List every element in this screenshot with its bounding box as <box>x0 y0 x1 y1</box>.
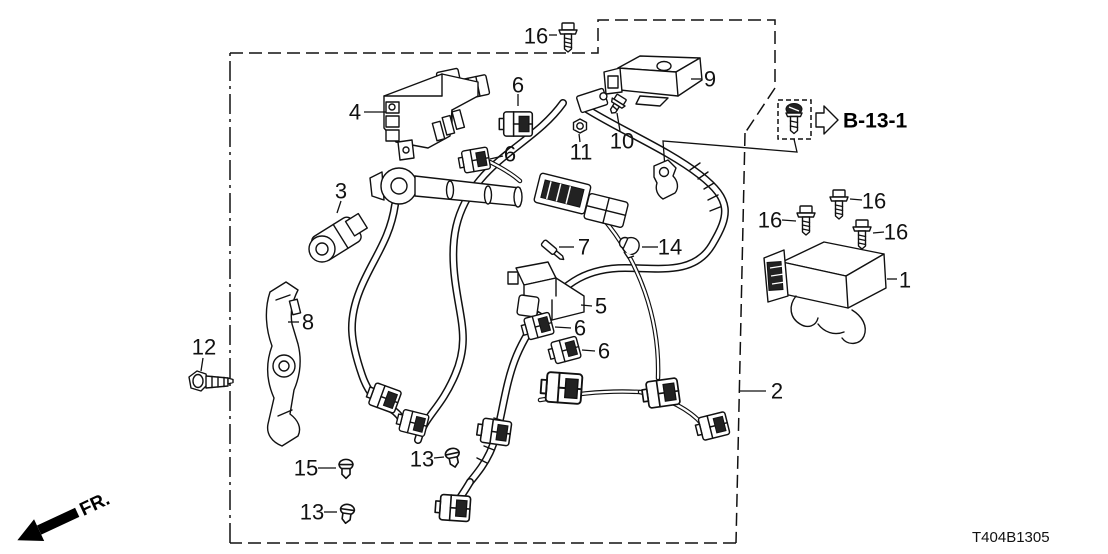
callout-10: 10 <box>610 129 634 154</box>
harness-stay-bracket <box>653 159 679 200</box>
part-13-clip <box>443 446 463 470</box>
diagram-code: T404B1305 <box>972 529 1050 546</box>
part-5-connector-assembly <box>507 261 585 321</box>
ref-arrow-icon <box>815 105 839 135</box>
callout-leader-11 <box>578 133 581 143</box>
harness-connector <box>693 410 731 443</box>
callout-13: 13 <box>410 447 434 472</box>
callout-leader-5 <box>580 304 593 307</box>
fr-direction-label: FR. <box>77 489 114 521</box>
ref-b-13-1-label: B-13-1 <box>843 110 908 133</box>
part-3-sensor <box>308 212 368 263</box>
callout-13: 13 <box>300 500 324 525</box>
callout-leader-12 <box>200 357 204 372</box>
part-6-connector <box>456 146 492 175</box>
callout-leader-16 <box>872 231 885 234</box>
callout-2: 2 <box>771 379 783 404</box>
part-4-bracket-assembly <box>383 67 491 161</box>
callout-16: 16 <box>524 24 548 49</box>
callout-leader-3 <box>336 200 342 214</box>
callout-leader-16 <box>781 219 797 222</box>
callout-5: 5 <box>595 294 607 319</box>
part-16-bolt <box>852 219 872 250</box>
callout-16: 16 <box>884 220 908 245</box>
callout-4: 4 <box>349 100 361 125</box>
boundary-right <box>735 132 746 544</box>
callout-1: 1 <box>899 268 911 293</box>
part-16-bolt <box>796 205 816 236</box>
callout-6: 6 <box>574 316 586 341</box>
part-16-bolt <box>829 189 849 220</box>
harness-connector <box>475 416 513 447</box>
callout-6: 6 <box>512 73 524 98</box>
ring-terminal <box>369 167 523 208</box>
callout-3: 3 <box>335 179 347 204</box>
part-10-screw <box>609 93 627 114</box>
part-1-control-module <box>763 241 887 345</box>
callout-6: 6 <box>598 339 610 364</box>
part-8-bracket <box>265 281 302 447</box>
part-13-clip <box>337 502 356 526</box>
part-16-bolt <box>558 22 578 53</box>
callout-9: 9 <box>704 67 716 92</box>
part-12-bolt <box>188 370 234 392</box>
ref-bolt-b13 <box>662 99 812 169</box>
callout-6: 6 <box>504 142 516 167</box>
harness-connector <box>640 376 682 410</box>
callout-7: 7 <box>578 235 590 260</box>
fr-direction-arrow: FR. <box>17 489 114 541</box>
callout-leader-10 <box>616 112 621 132</box>
center-connector-cluster <box>533 87 629 228</box>
part-9-module <box>603 55 703 107</box>
assembly-boundary <box>229 19 776 544</box>
boundary-top <box>230 19 776 134</box>
callout-16: 16 <box>758 208 782 233</box>
part-14-clip <box>618 236 640 259</box>
callout-8: 8 <box>302 310 314 335</box>
callout-12: 12 <box>192 335 216 360</box>
callout-11: 11 <box>570 140 593 165</box>
part-7-pin <box>540 239 565 261</box>
callout-leader-13 <box>433 456 445 459</box>
callout-leader-16 <box>849 198 863 201</box>
callout-16: 16 <box>862 189 886 214</box>
harness-connector <box>433 493 472 523</box>
callout-14: 14 <box>658 235 682 260</box>
part-11-nut <box>572 118 588 134</box>
part-15-clip <box>338 458 354 480</box>
callout-leader-6 <box>554 326 572 329</box>
callout-leader-6 <box>581 349 596 352</box>
callout-leader-6 <box>489 155 504 160</box>
callout-15: 15 <box>294 456 318 481</box>
harness-connector <box>539 370 584 405</box>
part-6-connector <box>498 111 534 137</box>
